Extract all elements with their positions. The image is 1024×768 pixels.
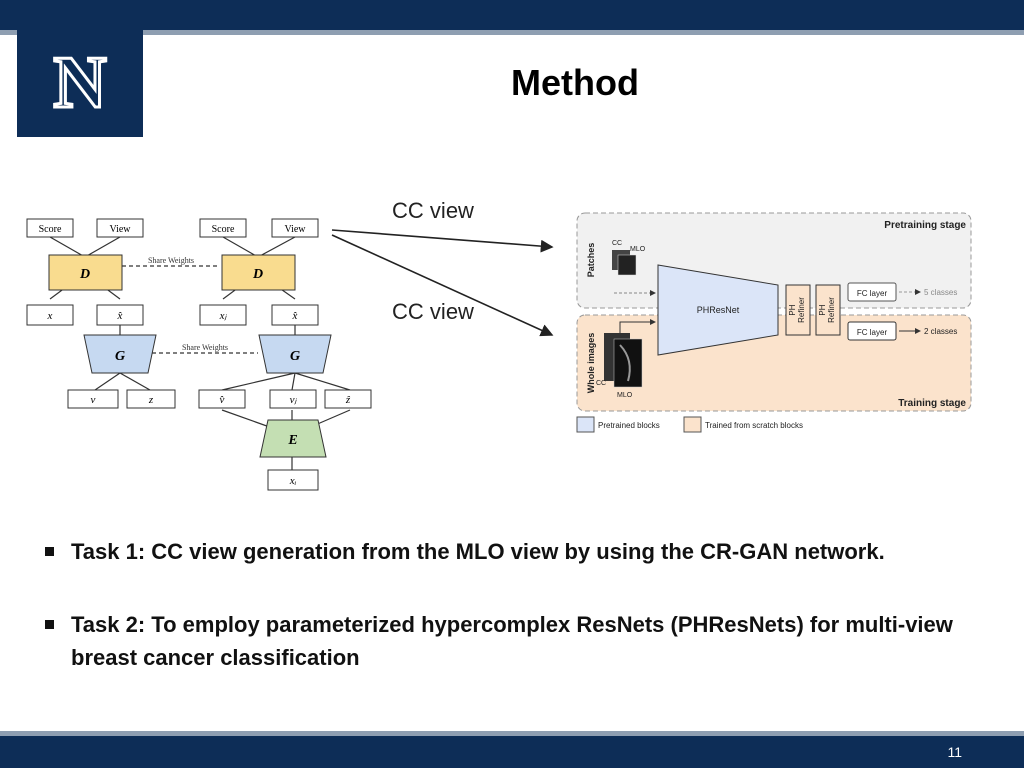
- svg-text:View: View: [109, 224, 131, 235]
- left-xhat-box: x̂: [96, 304, 144, 326]
- svg-text:x̂: x̂: [292, 310, 298, 322]
- svg-text:PH: PH: [788, 304, 797, 315]
- svg-text:E: E: [287, 433, 297, 448]
- svg-text:G: G: [290, 349, 300, 364]
- cc-view-label-bottom: CC view: [392, 299, 474, 324]
- right-vhat-box: v̂: [198, 389, 246, 409]
- right-view-box: View: [271, 218, 319, 238]
- right-xi-box: xᵢ: [267, 469, 319, 491]
- whole-images-label: Whole images: [586, 333, 596, 394]
- svg-text:PH: PH: [818, 304, 827, 315]
- left-discriminator: D: [48, 254, 123, 291]
- bullet-list: Task 1: CC view generation from the MLO …: [45, 535, 995, 674]
- svg-text:FC layer: FC layer: [857, 289, 888, 298]
- patches-label: Patches: [586, 243, 596, 278]
- left-generator: G: [83, 334, 157, 374]
- whole-to-net-arrow: [619, 319, 656, 333]
- svg-text:FC layer: FC layer: [857, 328, 888, 337]
- left-x-box: x: [26, 304, 74, 326]
- ph-refiner-2: PH Refiner: [815, 284, 841, 336]
- svg-text:Refiner: Refiner: [827, 297, 836, 323]
- legend-pretrained: Pretrained blocks: [576, 416, 660, 433]
- right-xj-box: xⱼ: [199, 304, 247, 326]
- crgan-diagram: [49, 236, 351, 470]
- svg-text:x̂: x̂: [117, 310, 123, 322]
- share-weights-d-label: Share Weights: [148, 256, 194, 265]
- classes-top-label: 5 classes: [924, 288, 957, 297]
- square-bullet-icon: [45, 547, 54, 556]
- patch-mlo-label: MLO: [630, 246, 646, 253]
- right-vj-box: vⱼ: [269, 389, 317, 409]
- share-weights-g-label: Share Weights: [182, 343, 228, 352]
- method-diagram: Score View D x x̂ G v z Score View D: [26, 198, 972, 491]
- right-score-box: Score: [199, 218, 247, 238]
- svg-text:D: D: [79, 267, 90, 282]
- bottom-rule: [0, 731, 1024, 736]
- patch-images: [612, 250, 637, 276]
- page-number: 11: [947, 744, 962, 760]
- whole-images: [604, 333, 643, 388]
- classes-bottom-label: 2 classes: [924, 327, 957, 336]
- left-z-box: z: [126, 389, 176, 409]
- university-logo: N: [17, 29, 143, 137]
- left-score-box: Score: [26, 218, 74, 238]
- right-generator: G: [258, 334, 332, 374]
- cc-view-arrows: [331, 229, 554, 337]
- svg-text:xᵢ: xᵢ: [289, 475, 297, 487]
- whole-mlo-label: MLO: [617, 392, 633, 399]
- patch-cc-label: CC: [612, 240, 622, 247]
- legend-scratch: Trained from scratch blocks: [683, 416, 803, 433]
- svg-text:Refiner: Refiner: [797, 297, 806, 323]
- svg-text:ẑ: ẑ: [345, 394, 351, 406]
- fc-layer-train: FC layer: [847, 321, 897, 341]
- svg-text:D: D: [252, 267, 263, 282]
- top-banner: [0, 0, 1024, 30]
- svg-text:View: View: [284, 224, 306, 235]
- svg-text:v̂: v̂: [219, 394, 224, 406]
- ph-refiner-1: PH Refiner: [785, 284, 811, 336]
- svg-text:vⱼ: vⱼ: [290, 394, 298, 406]
- left-view-box: View: [96, 218, 144, 238]
- bullet-item: Task 1: CC view generation from the MLO …: [45, 535, 995, 568]
- whole-cc-label: CC: [596, 380, 606, 387]
- bottom-banner: [0, 736, 1024, 768]
- svg-text:v: v: [91, 394, 96, 406]
- svg-text:N: N: [53, 42, 106, 124]
- svg-text:z: z: [148, 394, 154, 406]
- right-zhat-box: ẑ: [324, 389, 372, 409]
- svg-text:xⱼ: xⱼ: [219, 310, 228, 322]
- svg-text:Pretrained blocks: Pretrained blocks: [598, 421, 660, 430]
- svg-text:G: G: [115, 349, 125, 364]
- svg-text:Score: Score: [39, 224, 62, 235]
- bullet-item: Task 2: To employ parameterized hypercom…: [45, 608, 995, 674]
- svg-text:PHResNet: PHResNet: [697, 305, 740, 315]
- square-bullet-icon: [45, 620, 54, 629]
- top-rule: [0, 30, 1024, 35]
- cc-view-label-top: CC view: [392, 198, 474, 223]
- left-v-box: v: [67, 389, 119, 409]
- training-stage-label: Training stage: [898, 398, 966, 409]
- bullet-text: Task 1: CC view generation from the MLO …: [71, 539, 885, 564]
- right-discriminator: D: [221, 254, 296, 291]
- slide-title: Method: [511, 62, 639, 103]
- svg-text:Score: Score: [212, 224, 235, 235]
- fc-layer-pretrain: FC layer: [847, 282, 897, 302]
- svg-text:x: x: [47, 310, 53, 322]
- svg-text:Trained from scratch blocks: Trained from scratch blocks: [705, 421, 803, 430]
- phresnet-block: PHResNet: [657, 264, 779, 356]
- pretraining-stage-label: Pretraining stage: [884, 220, 966, 231]
- right-xhat-box: x̂: [271, 304, 319, 326]
- encoder: E: [259, 419, 327, 458]
- bullet-text: Task 2: To employ parameterized hypercom…: [71, 612, 953, 670]
